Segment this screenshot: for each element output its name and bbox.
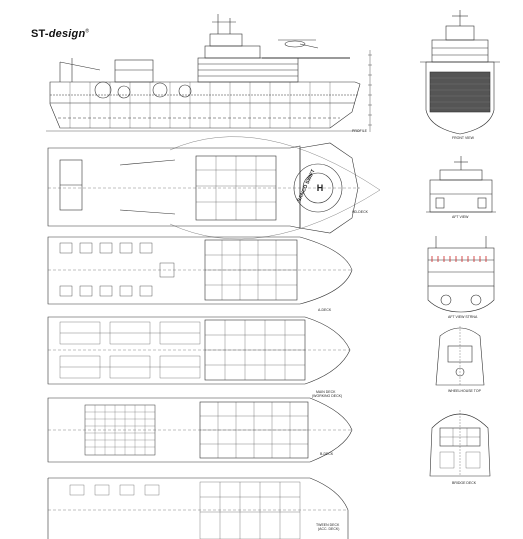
- b-deck-label: B-DECK: [320, 452, 334, 456]
- main-deck-label: MAIN DECK(WORKING DECK): [312, 390, 342, 398]
- st-design-logo: ST-design®: [31, 28, 90, 40]
- aft-view-label: AFT VIEW: [452, 215, 469, 219]
- a-deck-plan: [47, 236, 353, 305]
- front-view-label: FRONT VIEW: [452, 136, 475, 140]
- aft-view-strna-label: AFT VIEW STRNA: [448, 315, 478, 319]
- b-deck-plan: [47, 397, 353, 463]
- front-view: [420, 10, 500, 135]
- aft-view-strna: [427, 236, 495, 313]
- main-deck-plan: [47, 316, 351, 385]
- helideck-label: HD-DECK: [352, 210, 369, 214]
- wheelhouse-top-label: WHEELHOUSE TOP: [448, 389, 482, 393]
- aft-view: [426, 156, 496, 213]
- profile-label: PROFILE: [352, 129, 368, 133]
- helideck-plan: [47, 136, 381, 240]
- tween-deck-label: TWEEN DECK(ACC. DECK): [316, 523, 340, 531]
- wheelhouse-top: [435, 326, 485, 386]
- tween-deck-plan: [47, 477, 349, 539]
- a-deck-label: A-DECK: [318, 308, 332, 312]
- heli-h-mark: H: [317, 183, 324, 193]
- bridge-deck: [429, 410, 491, 477]
- bridge-deck-label: BRIDGE DECK: [452, 481, 477, 485]
- profile-view: [46, 14, 372, 132]
- aft-view-strna-red-marks: [431, 256, 487, 262]
